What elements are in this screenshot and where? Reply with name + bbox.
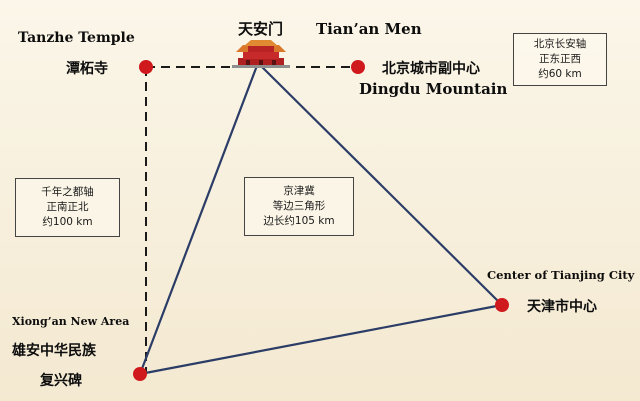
note-line: 京津冀 [283, 185, 315, 197]
note-line: 约60 km [538, 68, 582, 80]
tiananmen-cn-label: 天安门 [238, 20, 284, 38]
dingdu-cn-label: 北京城市副中心 [382, 61, 480, 77]
dingdu-en-label: Dingdu Mountain [359, 80, 508, 98]
note-line: 约100 km [42, 216, 93, 228]
tianjin-cn-label: 天津市中心 [527, 299, 597, 315]
point-dingdu-mountain [351, 60, 365, 74]
note-line: 等边三角形 [272, 200, 326, 212]
tanzhe-temple-cn-label: 潭柘寺 [66, 61, 108, 77]
point-tanzhe-temple [139, 60, 153, 74]
xiongan-cn-label-line2: 复兴碑 [40, 373, 82, 389]
east-west-axis-note: 北京长安轴 正东正西 约60 km [513, 33, 607, 86]
note-line: 边长约105 km [263, 215, 335, 227]
tiananmen-gate-icon [232, 40, 290, 68]
triangle-note: 京津冀 等边三角形 边长约105 km [244, 177, 354, 236]
tanzhe-temple-en-label: Tanzhe Temple [18, 30, 135, 46]
xiongan-cn-label-line1: 雄安中华民族 [12, 343, 96, 359]
tiananmen-en-label: Tian’an Men [316, 20, 422, 38]
note-line: 正东正西 [539, 53, 581, 65]
point-xiongan [133, 367, 147, 381]
north-south-axis-note: 千年之都轴 正南正北 约100 km [15, 178, 120, 237]
note-line: 千年之都轴 [41, 186, 94, 198]
xiongan-en-label: Xiong’an New Area [12, 315, 130, 328]
note-line: 正南正北 [46, 201, 89, 213]
point-tianjin-center [495, 298, 509, 312]
note-line: 北京长安轴 [533, 38, 587, 50]
triangle-outline [138, 61, 505, 376]
tianjin-en-label: Center of Tianjing City [487, 268, 635, 282]
